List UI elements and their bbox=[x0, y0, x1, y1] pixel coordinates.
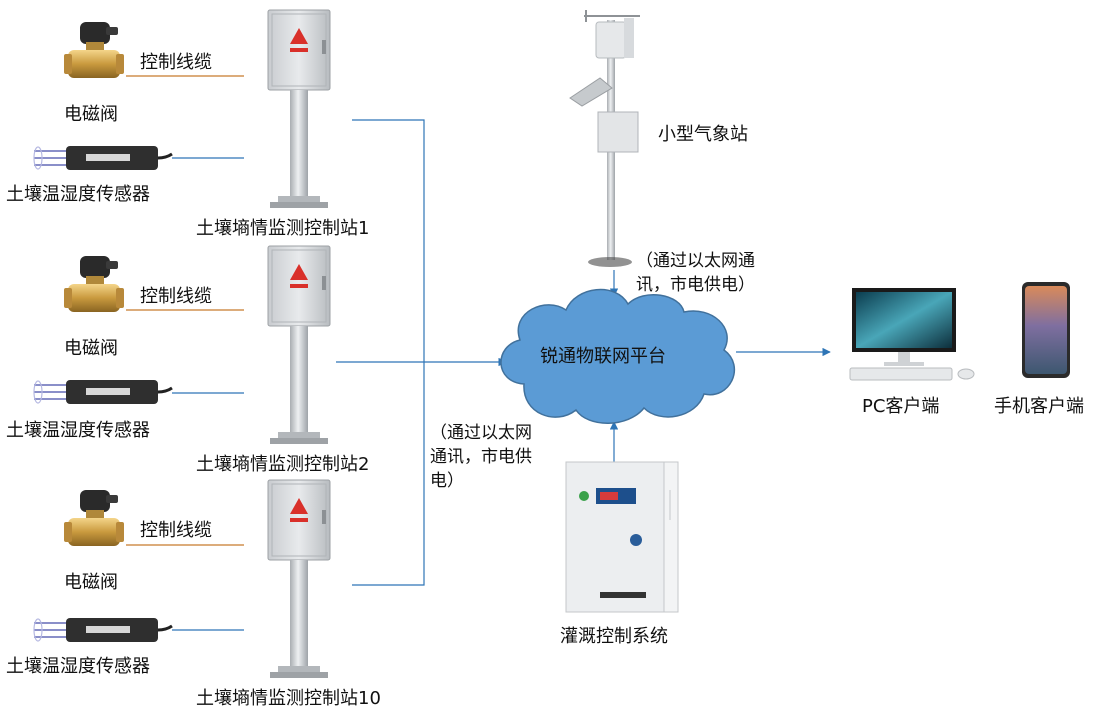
station-label: 土壤墒情监测控制站2 bbox=[196, 454, 370, 475]
station-row-3 bbox=[32, 479, 331, 679]
platform-cloud-icon bbox=[500, 288, 736, 424]
solenoid-valve-icon bbox=[64, 22, 124, 78]
sensor-label: 土壤温湿度传感器 bbox=[6, 656, 150, 677]
stations-note-line3: 电） bbox=[430, 471, 464, 491]
pc-client-label: PC客户端 bbox=[862, 396, 940, 417]
irrigation-control-cabinet-icon bbox=[565, 461, 679, 613]
irrigation-label: 灌溉控制系统 bbox=[560, 626, 668, 647]
weather-station-mast-icon bbox=[569, 10, 640, 267]
mobile-client-label: 手机客户端 bbox=[994, 396, 1084, 417]
solenoid-valve-icon bbox=[64, 256, 124, 312]
weather-note-line1: （通过以太网通 bbox=[636, 251, 755, 271]
valve-label: 电磁阀 bbox=[64, 338, 118, 359]
station-label: 土壤墒情监测控制站10 bbox=[196, 688, 381, 709]
cable-label: 控制线缆 bbox=[140, 286, 212, 307]
solenoid-valve-icon bbox=[64, 490, 124, 546]
weather-note-line2: 讯，市电供电） bbox=[636, 275, 755, 295]
cable-label: 控制线缆 bbox=[140, 520, 212, 541]
soil-sensor-probe-icon bbox=[32, 144, 174, 172]
platform-label: 锐通物联网平台 bbox=[540, 346, 666, 367]
valve-label: 电磁阀 bbox=[64, 572, 118, 593]
stations-note-line2: 通讯，市电供 bbox=[430, 447, 532, 467]
soil-sensor-probe-icon bbox=[32, 378, 174, 406]
station-row-2 bbox=[32, 245, 331, 445]
smartphone-icon bbox=[1022, 282, 1070, 378]
station-row-1 bbox=[32, 9, 331, 209]
monitoring-station-cabinet-icon bbox=[267, 479, 331, 679]
sensor-label: 土壤温湿度传感器 bbox=[6, 184, 150, 205]
cable-label: 控制线缆 bbox=[140, 52, 212, 73]
station-label: 土壤墒情监测控制站1 bbox=[196, 218, 370, 239]
stations-note-line1: （通过以太网 bbox=[430, 423, 532, 443]
desktop-computer-icon bbox=[849, 288, 975, 381]
station-links bbox=[336, 119, 507, 586]
soil-sensor-probe-icon bbox=[32, 616, 174, 644]
valve-label: 电磁阀 bbox=[64, 104, 118, 125]
sensor-label: 土壤温湿度传感器 bbox=[6, 420, 150, 441]
weather-station-label: 小型气象站 bbox=[658, 124, 748, 145]
monitoring-station-cabinet-icon bbox=[267, 9, 331, 209]
monitoring-station-cabinet-icon bbox=[267, 245, 331, 445]
